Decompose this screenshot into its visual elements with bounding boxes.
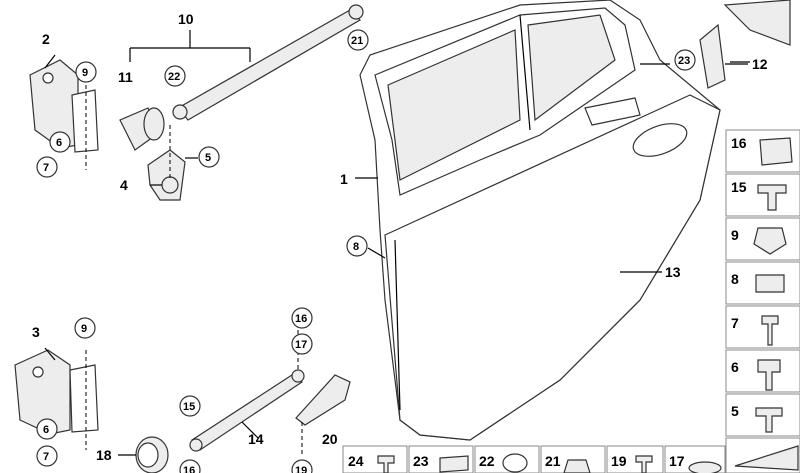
callout-15: 15 bbox=[183, 401, 195, 413]
clip-icon bbox=[759, 137, 793, 166]
plug-icon bbox=[563, 459, 591, 473]
torx-bolt-icon bbox=[755, 407, 783, 433]
callout-23: 23 bbox=[678, 55, 690, 67]
callout-11: 11 bbox=[118, 69, 133, 85]
callout-17: 17 bbox=[295, 339, 307, 351]
legend-right-label-2: 9 bbox=[731, 227, 739, 243]
callout-9b: 9 bbox=[81, 323, 87, 335]
washer-icon bbox=[688, 461, 722, 473]
hinge-pin bbox=[147, 125, 186, 201]
callout-10: 10 bbox=[178, 11, 194, 27]
nut-icon bbox=[753, 227, 787, 255]
rivet-icon bbox=[757, 184, 787, 211]
screw-small-icon bbox=[377, 455, 395, 473]
callout-4: 4 bbox=[120, 177, 128, 193]
door-buffer bbox=[119, 107, 165, 151]
callout-22: 22 bbox=[168, 71, 180, 83]
legend-right-label-6: 5 bbox=[731, 403, 739, 419]
callout-5: 5 bbox=[205, 152, 211, 164]
callout-13: 13 bbox=[665, 264, 681, 280]
mounting-bracket bbox=[295, 374, 351, 455]
callout-9a: 9 bbox=[82, 67, 88, 79]
callout-8: 8 bbox=[353, 241, 359, 253]
legend-bottom-label-5: 17 bbox=[669, 453, 685, 469]
legend-bottom-label-2: 22 bbox=[479, 453, 495, 469]
legend-right-label-5: 6 bbox=[731, 359, 739, 375]
door-shell bbox=[359, 0, 721, 441]
legend-bottom-label-3: 21 bbox=[545, 453, 561, 469]
legend-bottom-label-4: 19 bbox=[611, 453, 627, 469]
pin-icon bbox=[635, 455, 653, 473]
end-cap bbox=[699, 0, 791, 89]
callout-6b: 6 bbox=[43, 424, 49, 436]
legend-right-label-1: 15 bbox=[731, 179, 747, 195]
callout-20: 20 bbox=[322, 431, 338, 447]
callout-3: 3 bbox=[32, 324, 40, 340]
legend-right bbox=[725, 129, 800, 473]
wedge-icon bbox=[734, 445, 799, 471]
callout-1: 1 bbox=[340, 171, 348, 187]
callout-6a: 6 bbox=[56, 137, 62, 149]
legend-right-label-3: 8 bbox=[731, 271, 739, 287]
callout-7a: 7 bbox=[43, 162, 49, 174]
callout-circles bbox=[36, 29, 696, 473]
callout-19: 19 bbox=[295, 465, 307, 473]
callout-12: 12 bbox=[752, 56, 768, 72]
legend-bottom bbox=[342, 445, 726, 473]
seal-strip-icon bbox=[439, 455, 469, 473]
callout-7b: 7 bbox=[43, 451, 49, 463]
callout-16a: 16 bbox=[295, 313, 307, 325]
legend-bottom-label-0: 24 bbox=[348, 453, 364, 469]
upper-hinge bbox=[29, 59, 99, 170]
ring-icon bbox=[502, 453, 528, 473]
bolt-icon bbox=[757, 359, 781, 391]
legend-right-label-4: 7 bbox=[731, 315, 739, 331]
grommet-icon bbox=[755, 274, 785, 293]
labels: 1 2 3 4 5 6 6 7 7 8 9 9 10 11 12 13 14 1… bbox=[32, 11, 768, 473]
roller-bushing bbox=[135, 436, 169, 473]
callout-14: 14 bbox=[248, 431, 264, 447]
callout-2: 2 bbox=[42, 31, 50, 47]
callout-18: 18 bbox=[96, 447, 112, 463]
legend-right-label-0: 16 bbox=[731, 135, 747, 151]
legend-bottom-label-1: 23 bbox=[413, 453, 429, 469]
lower-hinge bbox=[14, 349, 99, 450]
screw-icon bbox=[761, 315, 779, 346]
leader-lines bbox=[44, 54, 748, 456]
door-check-rod bbox=[129, 4, 364, 121]
callout-16b: 16 bbox=[183, 465, 195, 473]
gas-strut bbox=[189, 330, 305, 452]
callout-21: 21 bbox=[351, 35, 363, 47]
